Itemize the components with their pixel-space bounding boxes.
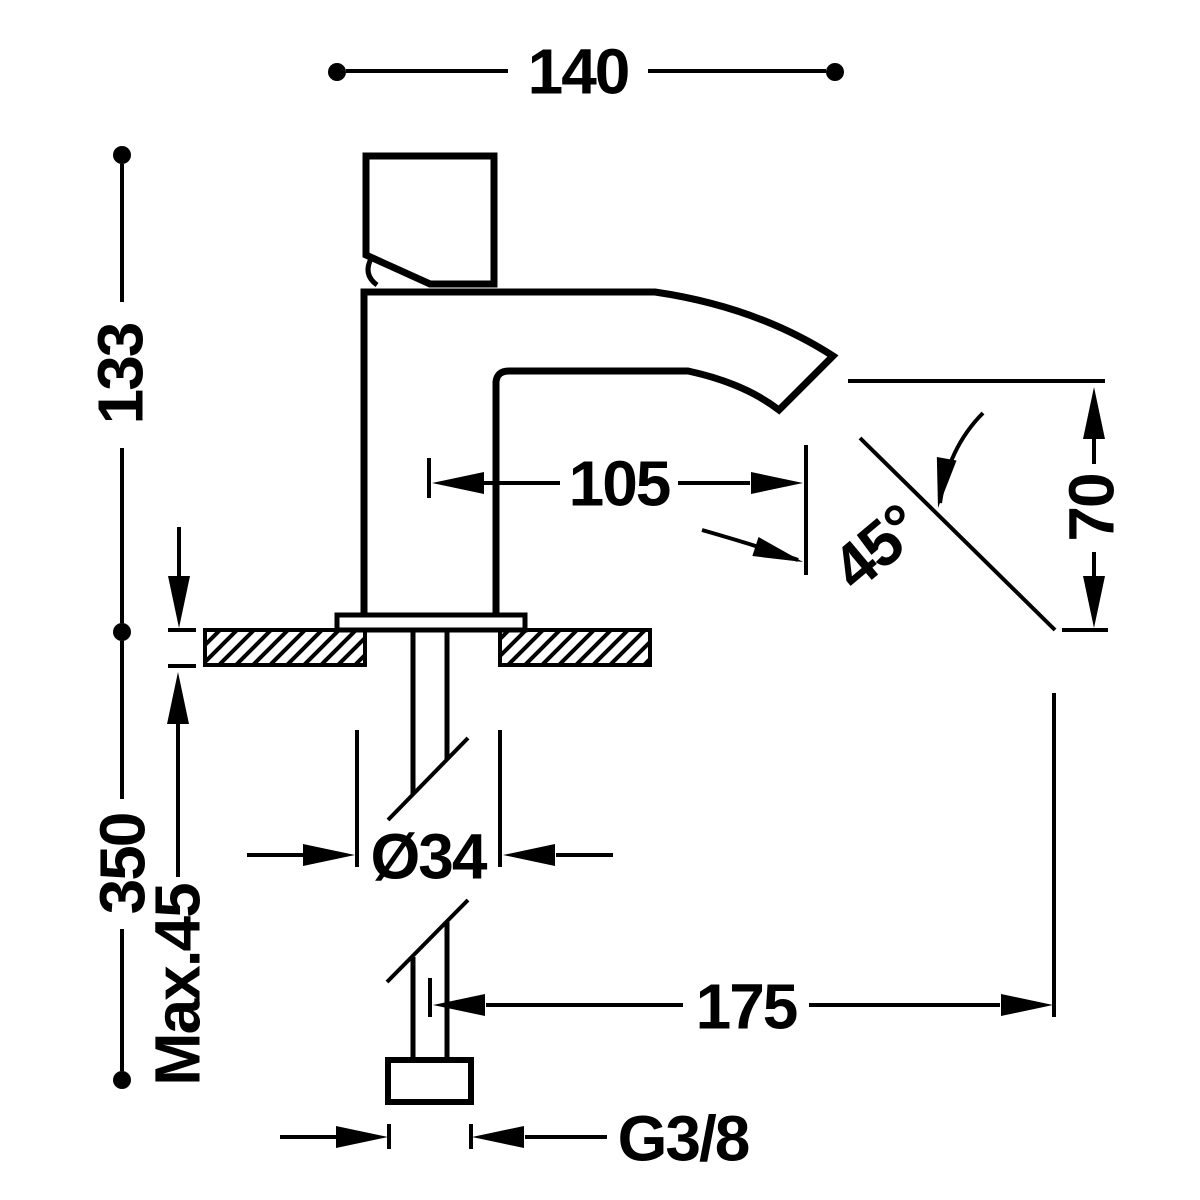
dimension-hose-length: 350 <box>86 641 158 1089</box>
arrowhead-down <box>168 576 190 628</box>
connection-nut <box>385 1057 474 1105</box>
supply-shank <box>385 630 474 1105</box>
faucet-outline <box>334 152 839 633</box>
dim-ball-end <box>113 1071 131 1089</box>
arrowhead-arc-lower <box>752 537 803 562</box>
arrowhead-right <box>303 844 355 866</box>
pipe-break-upper <box>386 736 470 822</box>
dim-d34-label: Ø34 <box>371 820 488 892</box>
dimension-outlet-height: 70 <box>848 379 1127 632</box>
arrowhead-down <box>1083 576 1105 628</box>
dim-max45-label: Max.45 <box>141 884 213 1086</box>
arrowhead-up <box>1083 387 1105 439</box>
dim-ball-end <box>113 623 131 641</box>
dim-70-label: 70 <box>1055 474 1127 541</box>
dimension-max-deck-thickness: Max.45 <box>141 527 213 1086</box>
dimension-spout-projection: 105 <box>427 445 808 575</box>
dimension-connection-thread: G3/8 <box>280 1102 751 1174</box>
arrowhead-left <box>472 1126 524 1148</box>
angle-diagonal-line <box>858 436 1057 632</box>
dim-ball-end <box>328 63 346 81</box>
dim-175-label: 175 <box>696 970 797 1042</box>
base-flange <box>334 612 528 633</box>
dim-ball-end <box>826 63 844 81</box>
arrowhead-up <box>167 672 189 724</box>
pipe-break-lower <box>385 898 470 984</box>
arrowhead-right <box>1001 994 1053 1016</box>
countertop-hatch-right <box>498 628 652 667</box>
dimension-spout-angle: 45° <box>701 411 1057 632</box>
arrowhead-right <box>336 1126 388 1148</box>
arrowhead-left <box>433 994 485 1016</box>
dimension-hose-reach: 175 <box>428 693 1056 1042</box>
dim-105-label: 105 <box>569 447 670 519</box>
dim-133-label: 133 <box>84 323 156 424</box>
countertop-hatch-left <box>203 628 367 667</box>
dim-45deg-label: 45° <box>818 491 934 605</box>
angle-arc-arrow-upper <box>938 411 985 504</box>
arrowhead-arc-upper <box>936 457 957 508</box>
dim-350-label: 350 <box>86 814 158 915</box>
dim-g38-label: G3/8 <box>618 1102 749 1174</box>
dimension-body-diameter: Ø34 <box>247 730 613 892</box>
faucet-body-and-spout <box>360 288 839 617</box>
dim-ball-end <box>113 146 131 164</box>
dimension-height-above-deck: 133 <box>84 146 156 641</box>
arrowhead-left <box>432 472 484 494</box>
countertop <box>203 628 652 667</box>
handle-lever-arc <box>365 255 379 288</box>
dim-140-label: 140 <box>528 35 629 107</box>
faucet-handle <box>362 152 498 288</box>
dimension-overall-width: 140 <box>328 35 844 107</box>
arrowhead-right <box>751 472 803 494</box>
arrowhead-left <box>503 844 555 866</box>
